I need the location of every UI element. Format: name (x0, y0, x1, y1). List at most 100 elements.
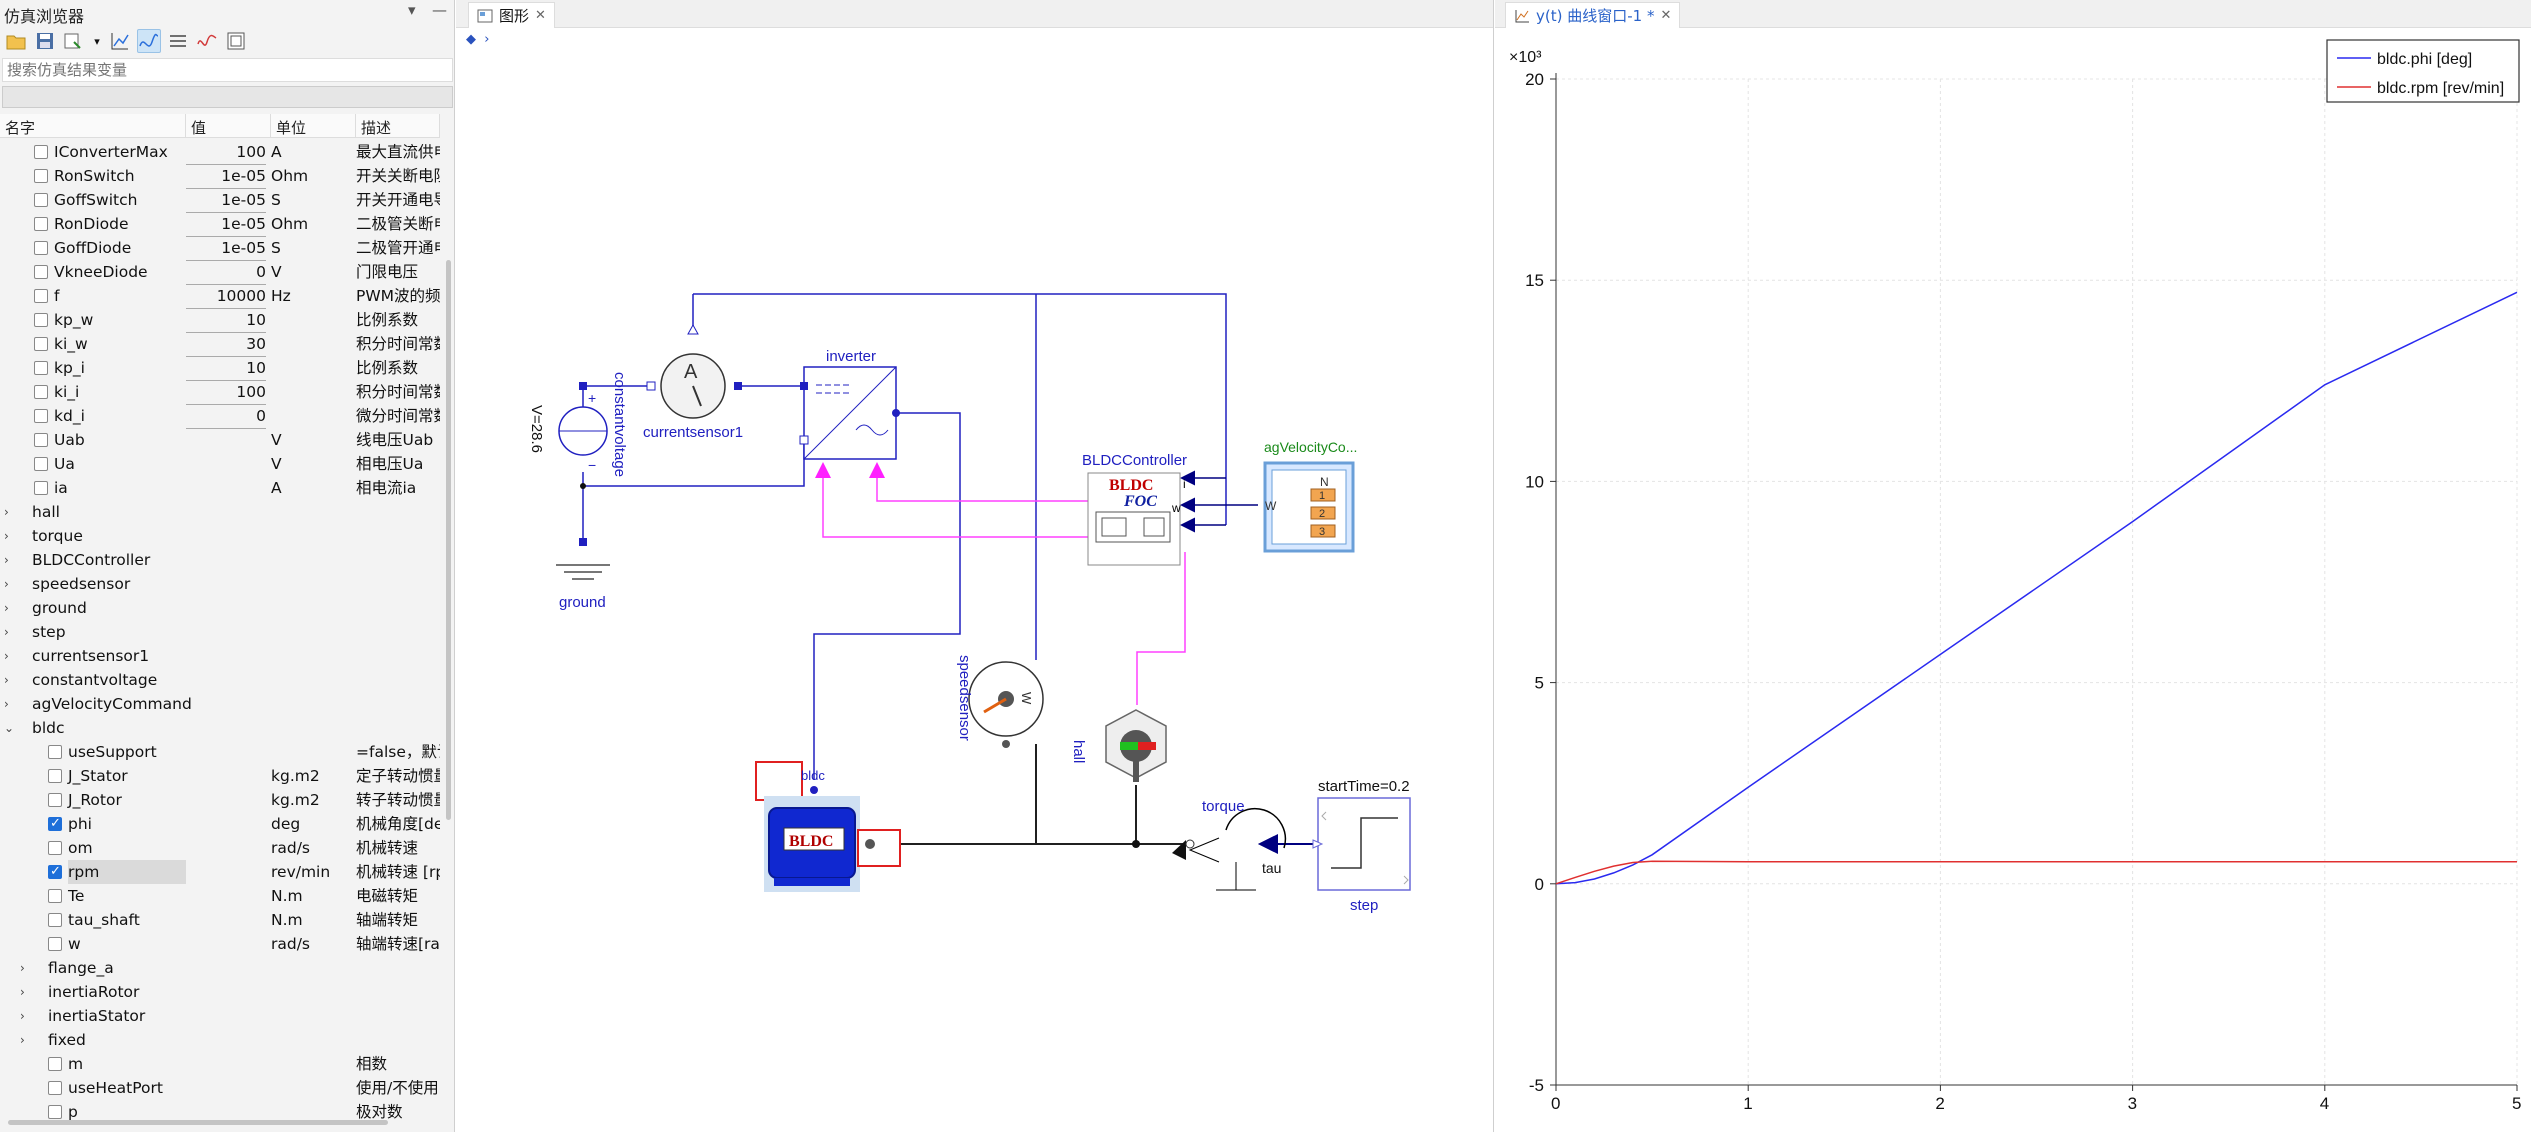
list-mode-icon[interactable] (166, 29, 190, 53)
variable-checkbox[interactable] (34, 289, 48, 303)
tree-group-row[interactable]: ›inertiaRotor (0, 980, 442, 1004)
tree-vertical-scrollbar[interactable] (445, 140, 452, 820)
chevron-right-icon[interactable]: › (4, 601, 9, 615)
new-plot-icon[interactable] (108, 29, 132, 53)
chevron-right-icon[interactable]: › (4, 577, 9, 591)
variable-checkbox[interactable] (48, 841, 62, 855)
column-unit[interactable]: 单位 (271, 114, 356, 137)
chevron-right-icon[interactable]: › (4, 625, 9, 639)
filter-bar[interactable] (2, 86, 453, 108)
tree-group-row[interactable]: ›flange_a (0, 956, 442, 980)
variable-checkbox[interactable] (48, 889, 62, 903)
variable-checkbox[interactable] (34, 217, 48, 231)
variable-checkbox[interactable] (34, 385, 48, 399)
variable-checkbox[interactable] (34, 337, 48, 351)
chevron-right-icon[interactable]: › (4, 697, 9, 711)
variable-checkbox[interactable] (48, 860, 62, 884)
tree-group-row[interactable]: ›BLDCController (0, 548, 442, 572)
open-folder-icon[interactable] (4, 29, 28, 53)
variable-value-field[interactable]: 10000 (186, 284, 266, 309)
column-description[interactable]: 描述 (356, 114, 440, 137)
phase-mode-icon[interactable] (195, 29, 219, 53)
export-icon[interactable] (62, 29, 86, 53)
variable-checkbox[interactable] (34, 361, 48, 375)
variable-checkbox[interactable] (34, 241, 48, 255)
variable-checkbox[interactable] (48, 769, 62, 783)
variable-checkbox[interactable] (48, 745, 62, 759)
tree-group-row[interactable]: ›fixed (0, 1028, 442, 1052)
tree-group-row[interactable]: ›currentsensor1 (0, 644, 442, 668)
tree-group-row[interactable]: ›hall (0, 500, 442, 524)
tree-group-row[interactable]: ›torque (0, 524, 442, 548)
chevron-right-icon[interactable]: › (20, 985, 25, 999)
curve-mode-icon[interactable] (137, 29, 161, 53)
column-name[interactable]: 名字 (0, 114, 186, 137)
tree-variable-row[interactable]: f10000HzPWM波的频率 (0, 284, 442, 309)
variable-checkbox[interactable] (34, 193, 48, 207)
dropdown-icon[interactable]: ▾ (94, 34, 100, 48)
chevron-right-icon[interactable]: › (4, 529, 9, 543)
variable-checkbox[interactable] (34, 433, 48, 447)
chevron-right-icon[interactable]: › (4, 673, 9, 687)
close-icon[interactable]: ✕ (535, 8, 546, 23)
variable-checkbox[interactable] (48, 913, 62, 927)
chevron-right-icon[interactable]: › (4, 649, 9, 663)
variable-checkbox[interactable] (48, 937, 62, 951)
tree-horizontal-scrollbar[interactable] (8, 1120, 388, 1125)
variable-value-field[interactable]: 100 (186, 380, 266, 405)
tree-group-row[interactable]: ›speedsensor (0, 572, 442, 596)
model-diagram-canvas[interactable]: + − V=28.6 constantvoltage ground A curr… (456, 0, 1494, 1132)
step-block[interactable] (1317, 797, 1411, 891)
tree-group-row[interactable]: ›step (0, 620, 442, 644)
variable-value-field[interactable]: 1e-05 (186, 164, 266, 189)
chevron-right-icon[interactable]: › (20, 1033, 25, 1047)
variable-checkbox[interactable] (34, 481, 48, 495)
variable-value-field[interactable]: 1e-05 (186, 188, 266, 213)
column-value[interactable]: 值 (186, 114, 271, 137)
variable-value-field[interactable]: 10 (186, 308, 266, 333)
chevron-right-icon[interactable]: › (20, 961, 25, 975)
variable-value-field[interactable]: 1e-05 (186, 212, 266, 237)
tab-diagram[interactable]: 图形 ✕ (468, 2, 555, 28)
plot-legend[interactable]: bldc.phi [deg] bldc.rpm [rev/min] (2326, 39, 2520, 103)
variable-checkbox[interactable] (34, 265, 48, 279)
variable-checkbox[interactable] (48, 1081, 62, 1095)
window-icon[interactable] (224, 29, 248, 53)
panel-minimize-icon[interactable]: — (432, 1, 447, 19)
tree-group-row[interactable]: ›inertiaStator (0, 1004, 442, 1028)
variable-value-field[interactable]: 30 (186, 332, 266, 357)
variable-value-field[interactable]: 0 (186, 260, 266, 285)
variable-checkbox[interactable] (48, 1057, 62, 1071)
variable-checkbox[interactable] (34, 457, 48, 471)
chevron-right-icon[interactable]: › (4, 505, 9, 519)
chevron-right-icon[interactable]: › (20, 1009, 25, 1023)
chevron-right-icon[interactable]: › (4, 553, 9, 567)
variable-value-field[interactable]: 1e-05 (186, 236, 266, 261)
variable-value-field[interactable]: 0 (186, 404, 266, 429)
variable-value-field[interactable]: 100 (186, 140, 266, 165)
